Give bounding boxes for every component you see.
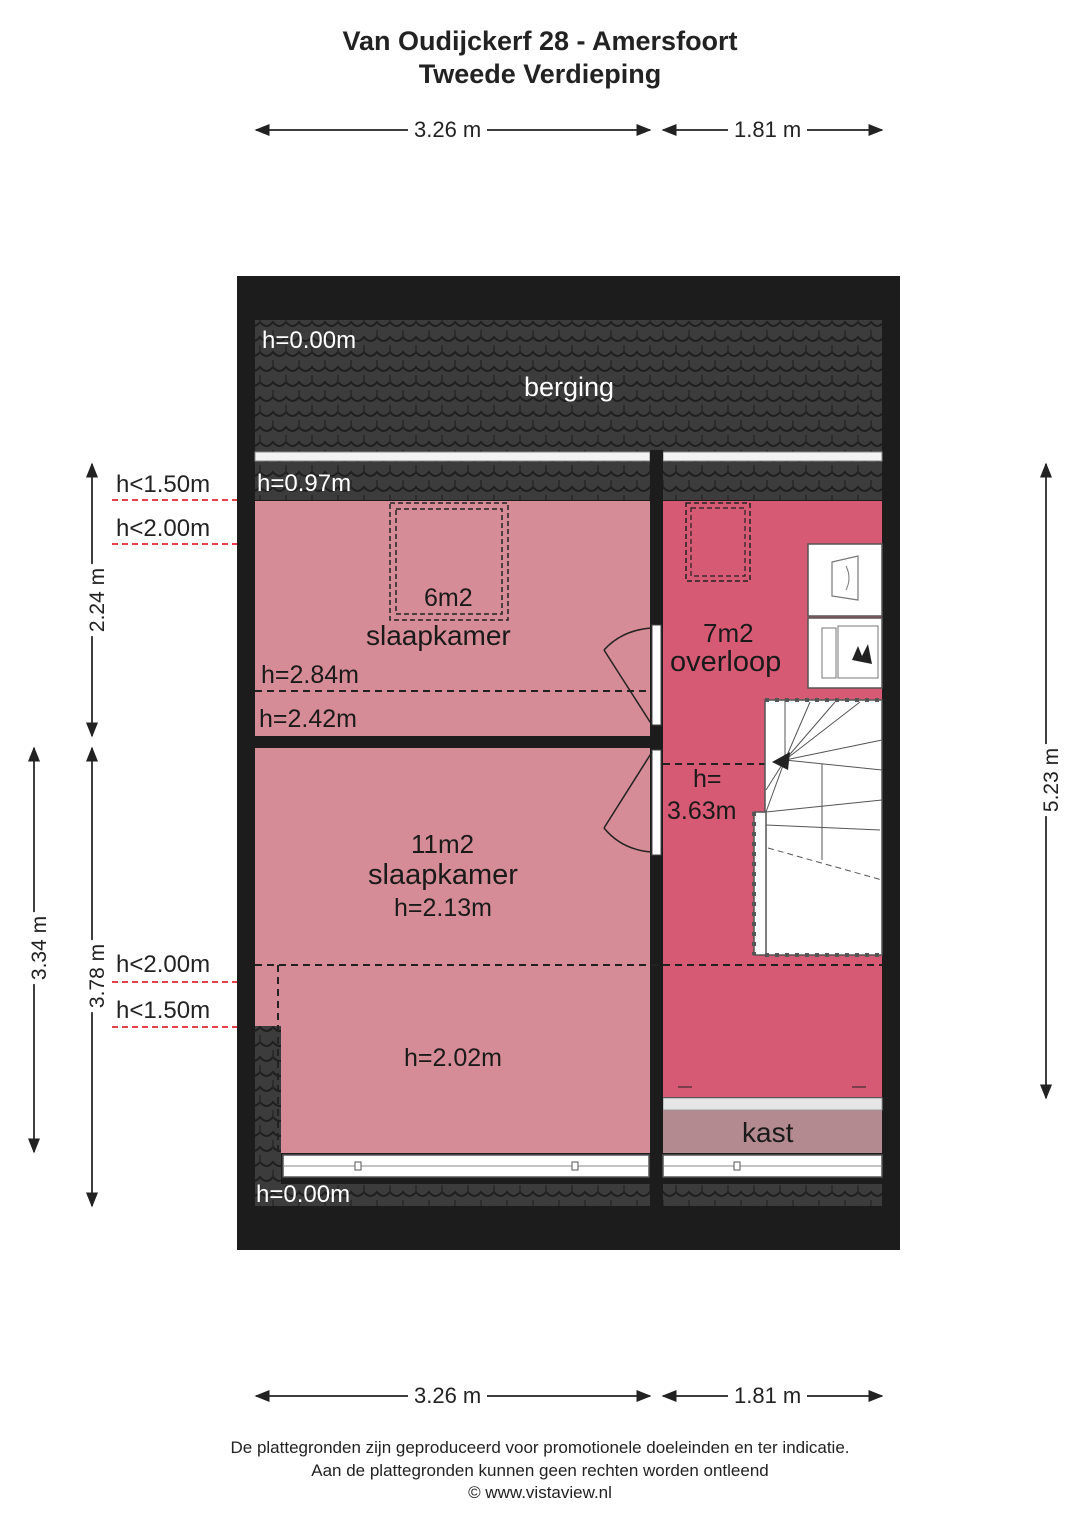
dim-bottom-right: 1.81 m <box>728 1383 808 1409</box>
footer-disclaimer-1: De plattegronden zijn geproduceerd voor … <box>230 1438 850 1457</box>
berging-height-bottom: h=0.97m <box>257 470 352 497</box>
skylight-landing <box>685 502 751 582</box>
height-marker-lower-150: h<1.50m <box>116 997 211 1024</box>
footer-copyright: © www.vistaview.nl <box>468 1483 612 1502</box>
slaapkamer-large-height-low: h=2.02m <box>404 1044 502 1072</box>
kast-label: kast <box>742 1117 794 1148</box>
roof-window-left <box>254 451 651 462</box>
door-small-bedroom <box>603 624 662 726</box>
dim-bottom-left: 3.26 m <box>408 1383 488 1409</box>
slaapkamer-small-height-b: h=2.42m <box>259 705 357 733</box>
room-slaapkamer-small <box>255 501 650 736</box>
slaapkamer-large-height: h=2.13m <box>394 894 492 922</box>
footer-disclaimer-2: Aan de plattegronden kunnen geen rechten… <box>311 1461 769 1480</box>
dim-left-outer: 3.34 m <box>28 911 53 985</box>
skylight-bedroom <box>389 502 509 621</box>
boiler-icon <box>807 617 883 689</box>
roof-tiles-left <box>255 1025 281 1185</box>
roof-window-right <box>662 451 883 462</box>
wall-bedrooms <box>255 736 650 748</box>
slaapkamer-small-height-a: h=2.84m <box>261 661 359 689</box>
slaapkamer-large-label: slaapkamer <box>368 859 518 891</box>
washing-machine-icon <box>807 543 883 617</box>
overloop-label: overloop <box>670 646 782 678</box>
height-marker-upper-200: h<2.00m <box>116 515 211 542</box>
room-kast <box>663 1110 882 1153</box>
berging-height-top: h=0.00m <box>262 327 357 354</box>
dim-top-left: 3.26 m <box>408 117 488 143</box>
slaapkamer-large-area: 11m2 <box>411 829 475 859</box>
slaapkamer-small-area: 6m2 <box>424 584 473 612</box>
dim-left-lower: 3.78 m <box>86 939 111 1013</box>
bottom-edge-height: h=0.00m <box>256 1181 351 1208</box>
height-marker-upper-150: h<1.50m <box>116 471 211 498</box>
overloop-area: 7m2 <box>703 618 754 648</box>
height-marker-lower-200: h<2.00m <box>116 951 211 978</box>
room-slaapkamer-large <box>255 748 650 1026</box>
door-large-bedroom <box>603 749 662 856</box>
overloop-height-label: h= <box>693 765 722 793</box>
dim-right: 5.23 m <box>1040 743 1065 817</box>
berging-label: berging <box>524 372 615 402</box>
staircase <box>752 698 883 957</box>
slaapkamer-small-label: slaapkamer <box>366 620 511 651</box>
dim-left-upper: 2.24 m <box>86 563 111 637</box>
roof-tiles-bottom <box>255 1184 882 1206</box>
plan-title-floor: Tweede Verdieping <box>418 59 662 89</box>
overloop-height-value: 3.63m <box>667 797 737 825</box>
plan-title-address: Van Oudijckerf 28 - Amersfoort <box>342 26 738 56</box>
roof-tiles-top <box>255 320 882 500</box>
dim-top-right: 1.81 m <box>728 117 808 143</box>
